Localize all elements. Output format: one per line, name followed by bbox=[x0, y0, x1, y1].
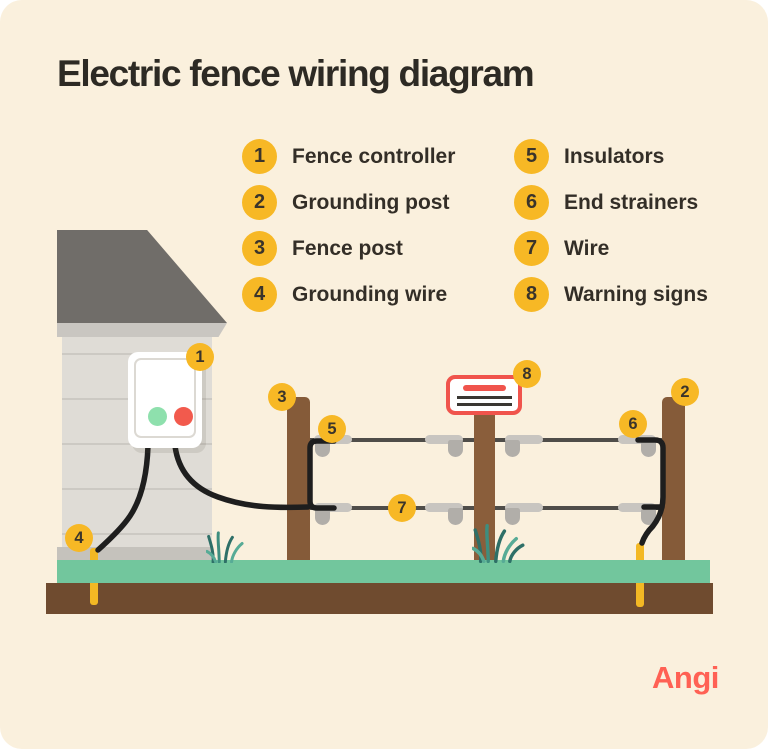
legend-number-badge: 1 bbox=[242, 139, 277, 174]
marker-warning-signs: 8 bbox=[513, 360, 541, 388]
grass-strip bbox=[57, 560, 710, 583]
legend-number-badge: 3 bbox=[242, 231, 277, 266]
insulator bbox=[425, 435, 463, 444]
ground-dirt bbox=[46, 583, 713, 614]
legend-label: Grounding post bbox=[292, 190, 450, 214]
legend-number-badge: 7 bbox=[514, 231, 549, 266]
insulator bbox=[505, 503, 543, 512]
legend-number-badge: 8 bbox=[514, 277, 549, 312]
insulator-hook bbox=[448, 440, 463, 457]
marker-insulators: 5 bbox=[318, 415, 346, 443]
page-title: Electric fence wiring diagram bbox=[57, 53, 535, 94]
grounding-post bbox=[662, 397, 685, 570]
insulator bbox=[505, 435, 543, 444]
marker-grounding-wire: 4 bbox=[65, 524, 93, 552]
legend-label: Fence controller bbox=[292, 144, 456, 168]
fence-post bbox=[287, 397, 310, 570]
angi-logo: Angi bbox=[652, 660, 719, 695]
warning-sign-red-bar bbox=[463, 385, 506, 391]
insulator-hook bbox=[505, 440, 520, 457]
fence-controller bbox=[128, 352, 202, 448]
legend-label: Wire bbox=[564, 236, 610, 260]
insulator-hook bbox=[641, 440, 656, 457]
grass-tuft bbox=[472, 523, 525, 563]
legend-item-warning-signs: 8 Warning signs bbox=[514, 277, 708, 312]
legend-item-fence-controller: 1 Fence controller bbox=[242, 139, 455, 174]
legend-number-badge: 6 bbox=[514, 185, 549, 220]
legend-item-end-strainers: 6 End strainers bbox=[514, 185, 708, 220]
legend-number-badge: 2 bbox=[242, 185, 277, 220]
indicator-light-green bbox=[148, 407, 167, 426]
legend-item-grounding-wire: 4 Grounding wire bbox=[242, 277, 455, 312]
legend-label: Warning signs bbox=[564, 282, 708, 306]
marker-fence-post: 3 bbox=[268, 383, 296, 411]
legend-label: End strainers bbox=[564, 190, 699, 214]
marker-grounding-post: 2 bbox=[671, 378, 699, 406]
legend-column-right: 5 Insulators 6 End strainers 7 Wire 8 Wa… bbox=[514, 139, 708, 312]
insulator bbox=[425, 503, 463, 512]
house-roof-eave bbox=[57, 323, 227, 337]
legend-item-fence-post: 3 Fence post bbox=[242, 231, 455, 266]
marker-wire: 7 bbox=[388, 494, 416, 522]
legend-item-wire: 7 Wire bbox=[514, 231, 708, 266]
insulator-hook bbox=[641, 508, 656, 525]
grass-tuft bbox=[206, 531, 244, 563]
marker-fence-controller: 1 bbox=[186, 343, 214, 371]
warning-sign-text-line bbox=[457, 396, 512, 399]
insulator-hook bbox=[315, 508, 330, 525]
insulator-hook bbox=[448, 508, 463, 525]
legend-item-insulators: 5 Insulators bbox=[514, 139, 708, 174]
house-roof bbox=[57, 230, 227, 323]
marker-end-strainers: 6 bbox=[619, 410, 647, 438]
legend-item-grounding-post: 2 Grounding post bbox=[242, 185, 455, 220]
legend-column-left: 1 Fence controller 2 Grounding post 3 Fe… bbox=[242, 139, 455, 312]
indicator-light-red bbox=[174, 407, 193, 426]
legend-label: Insulators bbox=[564, 144, 665, 168]
warning-sign bbox=[446, 375, 522, 415]
insulator-hook bbox=[505, 508, 520, 525]
legend-number-badge: 4 bbox=[242, 277, 277, 312]
warning-sign-text-line bbox=[457, 403, 512, 406]
legend-number-badge: 5 bbox=[514, 139, 549, 174]
fence-post-middle bbox=[474, 400, 495, 570]
fence-controller-panel bbox=[134, 358, 196, 438]
legend-label: Grounding wire bbox=[292, 282, 448, 306]
legend-label: Fence post bbox=[292, 236, 403, 260]
